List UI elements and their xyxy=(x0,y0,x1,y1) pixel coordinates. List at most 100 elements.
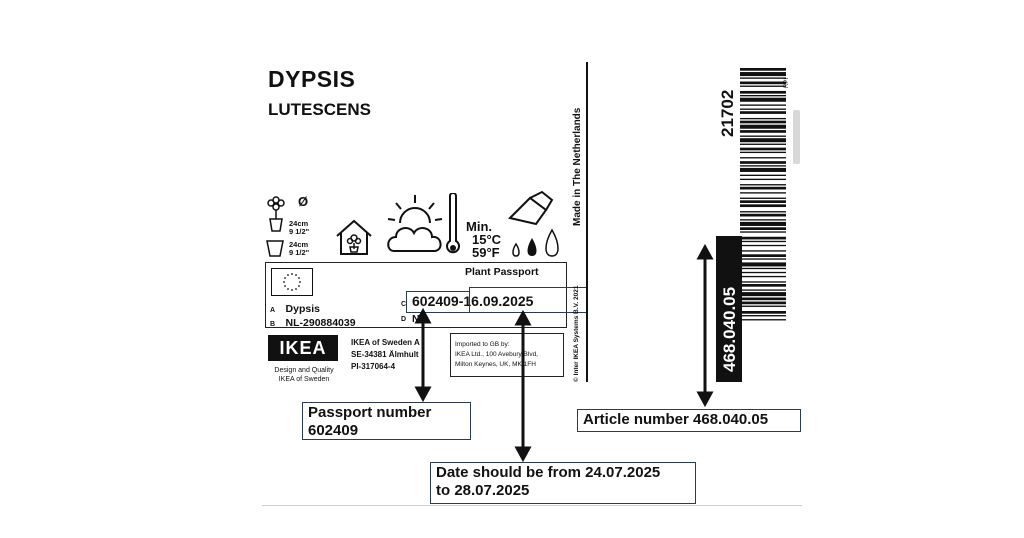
barcode-bar xyxy=(740,108,786,110)
barcode-bar xyxy=(740,254,786,257)
barcode-bar xyxy=(740,204,786,208)
barcode-bar xyxy=(740,267,786,270)
barcode-bar xyxy=(740,200,786,203)
field-c-letter: C xyxy=(401,301,407,308)
barcode-bar xyxy=(740,151,786,154)
barcode-bar xyxy=(740,275,786,278)
barcode-bar xyxy=(740,104,786,106)
passport-field-a: A Dypsis xyxy=(270,299,320,317)
barcode-bar xyxy=(740,262,786,267)
plant-passport-box xyxy=(265,262,567,328)
barcode-bar xyxy=(740,297,786,301)
arrow-article-head-down xyxy=(696,391,714,408)
tagline-line2: IKEA of Sweden xyxy=(278,376,330,383)
barcode-bar xyxy=(740,284,786,287)
barcode-bar xyxy=(740,184,786,186)
address-line3: PI-317064-4 xyxy=(351,362,396,371)
barcode-bar xyxy=(740,281,786,283)
plant-size-cm: 24cm xyxy=(289,219,309,228)
barcode-bar xyxy=(740,81,786,85)
article-number-note: Article number 468.040.05 xyxy=(577,409,801,432)
tagline-line1: Design and Quality xyxy=(274,367,334,374)
date-note-line2: to 28.07.2025 xyxy=(436,482,530,499)
field-c-value: 602409-16.09.2025 xyxy=(412,293,534,309)
barcode-bar xyxy=(740,319,786,321)
water-drops-icon xyxy=(508,226,564,260)
product-name-line1: DYPSIS xyxy=(268,66,356,92)
barcode-bar xyxy=(740,289,786,291)
barcode-bar xyxy=(740,90,786,94)
plant-size: 24cm 9 1/2" xyxy=(289,220,309,236)
barcode-bar xyxy=(740,305,786,307)
pot-size: 24cm 9 1/2" xyxy=(289,241,309,257)
barcode-bar xyxy=(740,143,786,145)
passport-note-line2: 602409 xyxy=(308,422,359,439)
flower-pot-icon xyxy=(264,193,288,233)
pot-size-cm: 24cm xyxy=(289,240,309,249)
barcode-bar xyxy=(740,301,786,305)
barcode-bar xyxy=(740,147,786,151)
barcode-bar xyxy=(740,138,786,143)
watering-can-icon xyxy=(506,190,556,228)
pot-icon xyxy=(265,238,285,258)
temp-fahrenheit: 59°F xyxy=(472,245,500,260)
field-d-value: N xyxy=(412,313,420,325)
import-info-box: Imported to GB by: IKEA Ltd., 100 Avebur… xyxy=(450,333,564,377)
field-a-value: Dypsis xyxy=(285,303,320,315)
barcode-bar xyxy=(740,197,786,199)
barcode-bar xyxy=(740,97,786,102)
barcode-bar xyxy=(740,178,786,181)
barcode-bar xyxy=(740,244,786,247)
passport-number-note: Passport number 602409 xyxy=(302,402,471,440)
barcode-bar xyxy=(740,213,786,217)
barcode-bar xyxy=(740,124,786,129)
barcode-bar xyxy=(740,135,786,137)
article-number-block xyxy=(716,236,742,382)
date-note: Date should be from 24.07.2025 to 28.07.… xyxy=(430,462,696,504)
barcode-bar xyxy=(740,211,786,213)
barcode-icon xyxy=(740,68,786,384)
temp-celsius: 15°C xyxy=(472,232,502,247)
field-b-value: NL-290884039 xyxy=(285,317,356,329)
barcode-bar xyxy=(740,95,786,97)
brand-address: IKEA of Sweden A SE-34381 Älmhult PI-317… xyxy=(351,337,420,373)
temperature: Min. 15°C 59°F xyxy=(466,220,501,259)
plant-size-in: 9 1/2" xyxy=(289,227,310,236)
passport-note-line1: Passport number xyxy=(308,404,432,421)
barcode-bar xyxy=(740,292,786,297)
arrow-article-head-up xyxy=(696,243,714,260)
arrow-date-head-down xyxy=(514,446,532,463)
sun-cloud-icon xyxy=(384,193,446,259)
right-border-line xyxy=(586,62,588,382)
arrow-passport-head-up xyxy=(414,307,432,324)
field-a-letter: A xyxy=(270,307,276,314)
ikea-logo: IKEA xyxy=(268,335,338,361)
barcode-bar xyxy=(740,161,786,164)
import-line3: Milton Keynes, UK, MK 1FH xyxy=(455,361,536,368)
barcode-bar xyxy=(740,236,786,240)
import-line1: Imported to GB by: xyxy=(455,341,510,348)
barcode-bar xyxy=(740,165,786,167)
arrow-date-head-up xyxy=(514,309,532,326)
temp-min-label: Min. xyxy=(466,219,492,234)
barcode-bar xyxy=(740,157,786,159)
barcode-bar xyxy=(740,192,786,194)
barcode-bar xyxy=(740,77,786,79)
barcode-bar xyxy=(740,130,786,133)
barcode-bar xyxy=(740,311,786,314)
field-d-letter: D xyxy=(401,316,407,323)
barcode-bar xyxy=(740,167,786,172)
eu-flag-icon xyxy=(271,268,313,296)
barcode-scan-mark xyxy=(793,110,800,164)
address-line1: IKEA of Sweden A xyxy=(351,338,420,347)
barcode-bar xyxy=(740,174,786,176)
barcode-bar xyxy=(740,111,786,114)
passport-title: Plant Passport xyxy=(465,266,539,278)
barcode-bar xyxy=(740,315,786,317)
barcode-bar xyxy=(740,120,786,124)
pot-size-in: 9 1/2" xyxy=(289,248,310,257)
passport-field-b: B NL-290884039 xyxy=(270,313,356,331)
barcode-bar xyxy=(740,85,786,87)
date-note-line1: Date should be from 24.07.2025 xyxy=(436,464,661,481)
